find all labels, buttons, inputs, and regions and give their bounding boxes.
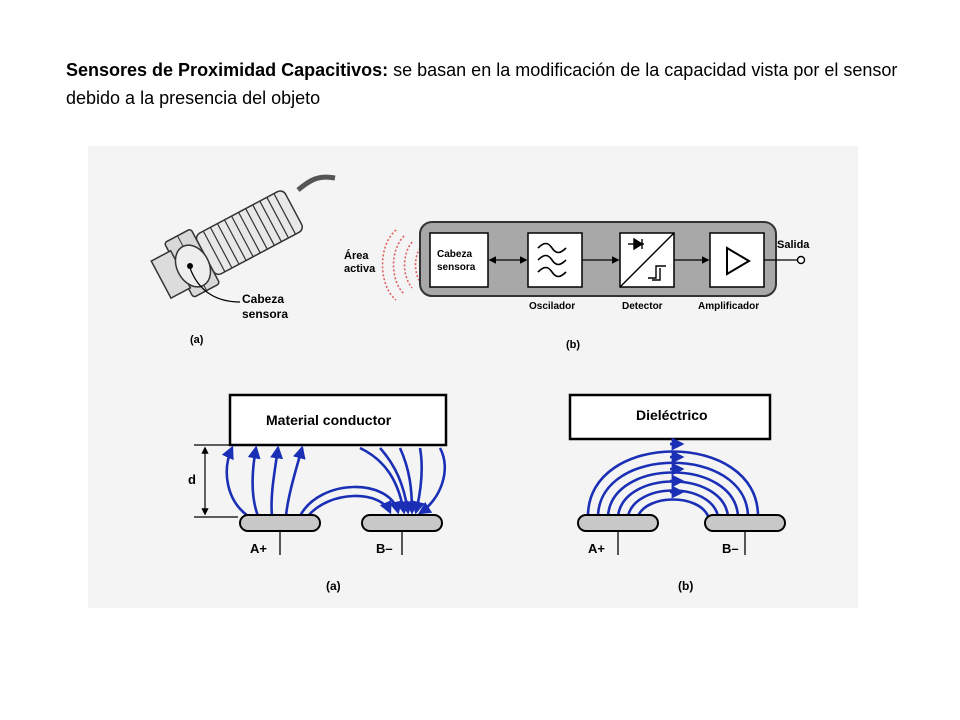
distance-marker	[194, 444, 238, 518]
active-area-dots	[381, 229, 421, 301]
distance-label: d	[188, 472, 196, 487]
sensor-housing	[419, 221, 777, 297]
oscillator-label: Oscilador	[529, 301, 575, 312]
sensor-head-label-1: Cabeza	[242, 292, 284, 306]
head-block-label-1: Cabeza	[437, 249, 472, 260]
oscillator-block	[527, 232, 583, 288]
electrode-a-label-right: A+	[588, 541, 605, 556]
electrode-a-left	[239, 514, 321, 532]
sensor-caption: (a)	[190, 334, 204, 346]
electrode-b-left	[361, 514, 443, 532]
active-area-label-1: Área	[344, 249, 369, 262]
electrode-b-right	[704, 514, 786, 532]
detector-icon	[619, 232, 675, 288]
electrode-b-label-right: B–	[722, 541, 739, 556]
heading-bold: Sensores de Proximidad Capacitivos:	[66, 60, 389, 80]
conductor-caption: (a)	[326, 579, 341, 593]
active-area-label-2: activa	[344, 263, 376, 275]
dielectric-field-lines	[586, 437, 760, 517]
amplifier-label: Amplificador	[698, 301, 759, 312]
electrode-a-label-left: A+	[250, 541, 267, 556]
conductor-plate-label: Material conductor	[266, 412, 392, 428]
amplifier-block	[709, 232, 765, 288]
electrode-a-right	[577, 514, 659, 532]
output-terminal	[796, 255, 806, 265]
dielectric-caption: (b)	[678, 579, 693, 593]
electrode-b-label-left: B–	[376, 541, 393, 556]
amplifier-triangle-icon	[726, 246, 751, 276]
heading-text: se basan en la modificación de la capaci…	[66, 60, 898, 108]
detector-label: Detector	[622, 301, 663, 312]
sine-icon	[537, 242, 567, 278]
block-diagram-caption: (b)	[566, 339, 580, 351]
head-block	[429, 232, 489, 288]
dielectric-plate	[568, 393, 772, 441]
dielectric-plate-label: Dieléctrico	[636, 407, 708, 423]
sensor-head-label-2: sensora	[242, 307, 288, 321]
sensor-illustration	[150, 174, 336, 303]
conductor-plate	[228, 393, 448, 447]
page-heading: Sensores de Proximidad Capacitivos: se b…	[66, 56, 926, 112]
head-block-label-2: sensora	[437, 262, 476, 273]
conductor-field-lines	[221, 445, 447, 518]
output-label: Salida	[777, 239, 810, 251]
